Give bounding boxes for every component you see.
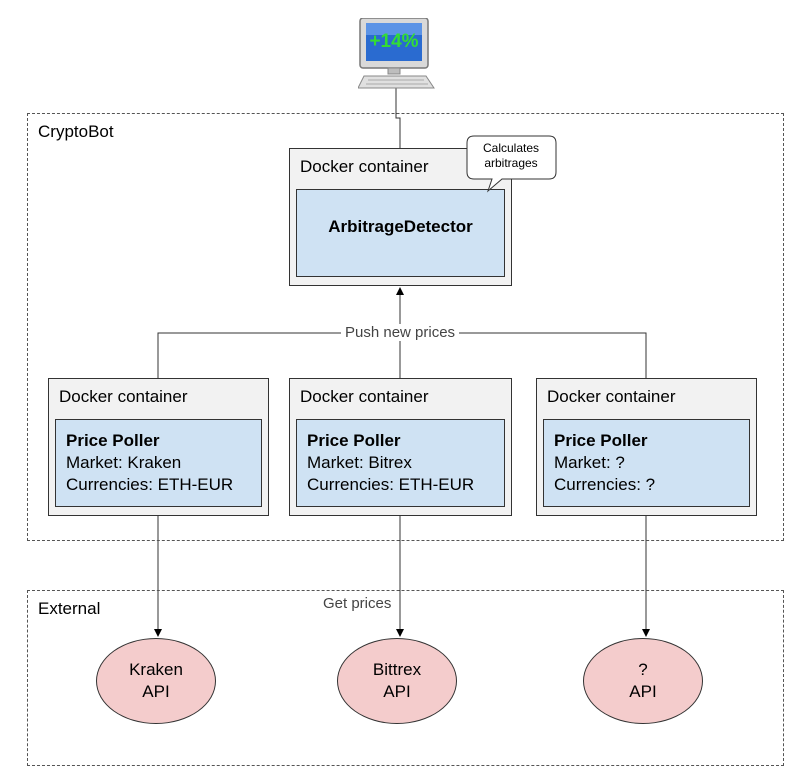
callout-line-1: Calculates [482, 141, 540, 155]
poller-currencies: Currencies: ? [554, 475, 656, 494]
push-new-prices-label: Push new prices [341, 324, 460, 341]
poller-title: Price Poller [307, 431, 401, 450]
monitor-to-detector-line [395, 88, 401, 148]
external-group: External [27, 590, 784, 766]
kraken-api-node: Kraken API [96, 638, 216, 724]
poller-container-unknown: Docker container Price Poller Market: ? … [536, 378, 757, 516]
api-suffix: API [383, 682, 411, 701]
detector-container: Docker container ArbitrageDetector [289, 148, 512, 286]
price-poller-box: Price Poller Market: Kraken Currencies: … [55, 419, 262, 507]
callout-line-2: arbitrages [484, 156, 538, 170]
cryptobot-group: CryptoBot [27, 113, 784, 541]
poller-market: Market: Kraken [66, 453, 182, 472]
api-suffix: API [142, 682, 170, 701]
arbitrage-detector-name: ArbitrageDetector [328, 217, 473, 236]
poller-container-kraken: Docker container Price Poller Market: Kr… [48, 378, 269, 516]
poller-container-label: Docker container [59, 387, 188, 406]
poller-title: Price Poller [554, 431, 648, 450]
cryptobot-label: CryptoBot [38, 122, 114, 141]
api-name: Kraken [129, 660, 183, 679]
computer-monitor-icon: +14% [357, 17, 438, 90]
api-name: Bittrex [372, 660, 422, 679]
poller-container-label: Docker container [547, 387, 676, 406]
unknown-api-node: ? API [583, 638, 703, 724]
api-suffix: API [629, 682, 657, 701]
poller-currencies: Currencies: ETH-EUR [66, 475, 234, 494]
poller-market: Market: Bitrex [307, 453, 412, 472]
poller-currencies: Currencies: ETH-EUR [307, 475, 475, 494]
arbitrage-detector-box: ArbitrageDetector [296, 189, 505, 277]
poller-container-bitrex: Docker container Price Poller Market: Bi… [289, 378, 512, 516]
calculates-callout: Calculates arbitrages [466, 135, 558, 193]
push-line-left [157, 332, 400, 378]
price-poller-box: Price Poller Market: ? Currencies: ? [543, 419, 750, 507]
poller-market: Market: ? [554, 453, 625, 472]
external-label: External [38, 599, 101, 618]
detector-container-label: Docker container [300, 157, 429, 176]
poller-container-label: Docker container [300, 387, 429, 406]
poller-title: Price Poller [66, 431, 160, 450]
get-prices-label: Get prices [323, 595, 392, 612]
price-poller-box: Price Poller Market: Bitrex Currencies: … [296, 419, 505, 507]
api-name: ? [638, 660, 648, 679]
push-line-right [400, 332, 647, 378]
bittrex-api-node: Bittrex API [337, 638, 457, 724]
monitor-screen-text: +14% [369, 31, 419, 52]
